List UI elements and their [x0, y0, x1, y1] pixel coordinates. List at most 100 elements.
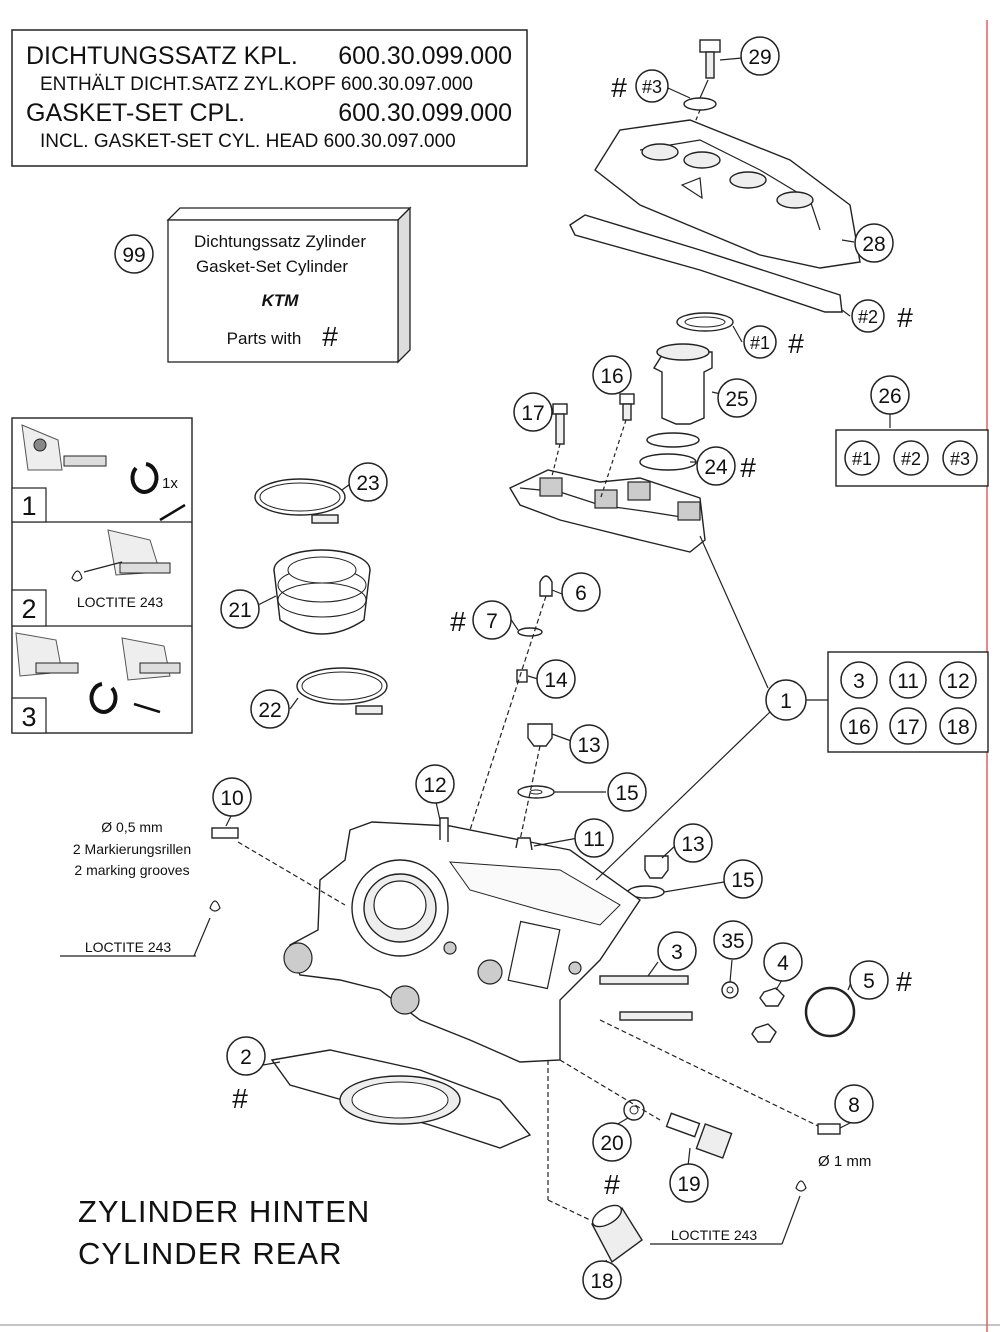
port-front	[390, 985, 420, 1015]
title-line-en: CYLINDER REAR	[78, 1236, 343, 1271]
cap-nut-6	[539, 575, 553, 597]
callout-2: 2	[240, 1046, 252, 1069]
group-26: 26 #1 #2 #3	[835, 375, 989, 487]
loctite-left-note: LOCTITE 243	[85, 939, 172, 955]
callout-19: 19	[677, 1173, 700, 1196]
sensor8-diameter-note: Ø 1 mm	[818, 1153, 871, 1170]
group-1-item-16: 16	[847, 716, 870, 739]
callout-15a: 15	[615, 782, 638, 805]
gasket-set-en-label: GASKET-SET CPL.	[26, 99, 245, 127]
gasket-set-en-number: 600.30.099.000	[338, 99, 512, 127]
hash-mark-2-gasket: #	[232, 1083, 248, 1114]
hash-mark-5: #	[896, 966, 912, 997]
gasket-set-box: DICHTUNGSSATZ KPL. 600.30.099.000 ENTHÄL…	[11, 29, 528, 167]
callout-16: 16	[600, 365, 623, 388]
hash-mark-3: #	[611, 72, 627, 103]
group-26-item-2: #2	[901, 449, 921, 469]
kit-box: Dichtungssatz Zylinder Gasket-Set Cylind…	[114, 206, 412, 364]
nut-4b	[751, 1023, 777, 1043]
ktm-logo: KTM	[262, 291, 300, 310]
hash-mark-2: #	[897, 302, 913, 333]
studs-and-nuts	[599, 975, 856, 1043]
intake-flange-assembly	[254, 478, 388, 715]
callout-3: 3	[671, 941, 683, 964]
kit-hash-symbol: #	[322, 321, 338, 352]
callout-12: 12	[423, 774, 446, 797]
nut-4a	[759, 987, 785, 1007]
hash-mark-7: #	[450, 606, 466, 637]
callout-15b: 15	[731, 869, 754, 892]
callout-7: 7	[486, 610, 498, 633]
group-1-item-17: 17	[896, 716, 919, 739]
loctite-drop-left-icon	[209, 900, 221, 912]
port-left	[283, 942, 313, 974]
gasket-set-de-number: 600.30.099.000	[338, 42, 512, 70]
group-1-item-3: 3	[853, 670, 865, 693]
hose-clamp-23	[254, 478, 346, 516]
diagram-title: ZYLINDER HINTEN CYLINDER REAR	[78, 1194, 369, 1271]
callout-35: 35	[721, 930, 744, 953]
callout-13b: 13	[681, 833, 704, 856]
group-1-item-18: 18	[946, 716, 969, 739]
sensor10-diameter-note: Ø 0,5 mm	[101, 819, 162, 835]
step-1-bolt-icon	[63, 455, 107, 467]
callout-1: 1	[780, 690, 792, 713]
sensor10-grooves-en-note: 2 marking grooves	[74, 862, 189, 878]
temp-sensor-19	[665, 1112, 701, 1138]
cylinder-head	[283, 817, 641, 1063]
plug-14	[516, 669, 528, 683]
bolt-29	[699, 39, 721, 53]
step-3-rotate-icon	[89, 682, 118, 714]
o-ring-24a	[646, 432, 700, 448]
callout-22: 22	[258, 699, 281, 722]
step-2-number: 2	[21, 594, 36, 624]
callout-6: 6	[575, 582, 587, 605]
gasket-set-de-includes: ENTHÄLT DICHT.SATZ ZYL.KOPF 600.30.097.0…	[40, 74, 473, 95]
callout-99: 99	[122, 244, 145, 267]
group-1-item-11: 11	[897, 670, 919, 693]
step-2-bolt-icon	[119, 562, 171, 574]
camshaft-bridge-body	[509, 469, 706, 553]
callout-28: 28	[862, 233, 885, 256]
cylinder-head-body	[289, 821, 641, 1063]
callout-hash2: #2	[858, 307, 878, 327]
notes: Ø 0,5 mm 2 Markierungsrillen 2 marking g…	[73, 819, 871, 1243]
loctite-drop-right-icon	[795, 1180, 807, 1192]
steps-panel: 1 1x 2 LOCTITE 243 3	[11, 417, 193, 734]
step-3-number: 3	[21, 702, 36, 732]
hash-mark-20: #	[604, 1169, 620, 1200]
callout-14: 14	[544, 669, 568, 692]
head-gasket-2	[270, 1049, 532, 1149]
callout-17: 17	[521, 402, 544, 425]
hash-mark-1: #	[788, 328, 804, 359]
callout-25: 25	[725, 388, 748, 411]
callout-4: 4	[777, 952, 789, 975]
callout-99-circle	[114, 234, 154, 274]
callout-11: 11	[583, 828, 605, 851]
screw-17	[552, 403, 568, 415]
callout-hash3: #3	[642, 77, 662, 97]
step-1-rotate-icon	[130, 462, 159, 494]
kit-parts-with: Parts with	[227, 329, 302, 348]
callout-5: 5	[863, 970, 875, 993]
stud-3a	[599, 975, 689, 985]
callout-13a: 13	[577, 734, 600, 757]
group-26-item-1: #1	[852, 449, 872, 469]
group-1-item-12: 12	[946, 670, 969, 693]
sensors-and-plugs	[60, 827, 841, 1264]
step-2-annotation: LOCTITE 243	[77, 594, 164, 610]
step-1-number: 1	[21, 491, 36, 521]
step-1-annotation: 1x	[162, 475, 178, 492]
callouts: 29 #3 # 28 #2 # #1 # 16 17 25 24 # 23 21…	[212, 36, 913, 1300]
callout-23: 23	[356, 472, 379, 495]
step-3-arrow-icon	[133, 702, 161, 714]
callout-21: 21	[228, 599, 251, 622]
valve-cover-assembly	[569, 39, 861, 471]
kit-line-de: Dichtungssatz Zylinder	[194, 232, 366, 251]
o-ring-24b	[639, 453, 697, 471]
callout-20: 20	[600, 1132, 623, 1155]
sensor-10	[211, 827, 239, 839]
kit-line-en: Gasket-Set Cylinder	[196, 257, 348, 276]
washer-hash3	[683, 97, 717, 111]
